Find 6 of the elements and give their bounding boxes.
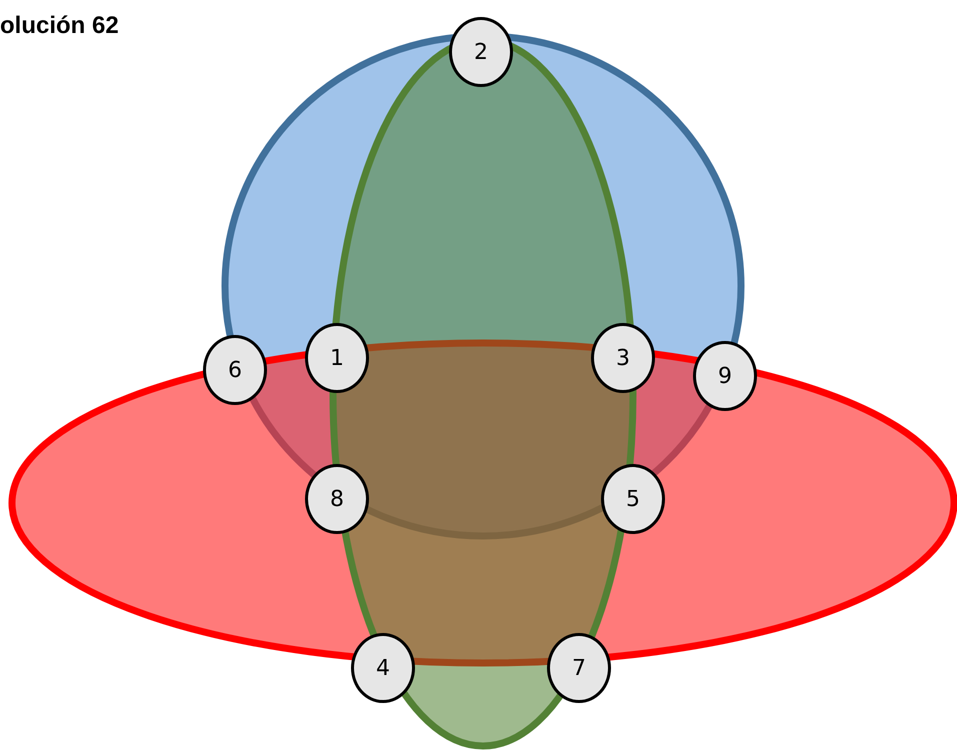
number-marker: 8 bbox=[305, 464, 369, 534]
number-marker: 5 bbox=[601, 464, 665, 534]
number-marker: 4 bbox=[351, 633, 415, 703]
number-marker: 6 bbox=[203, 335, 267, 405]
number-marker: 7 bbox=[547, 633, 611, 703]
title: olución 62 bbox=[0, 12, 119, 40]
